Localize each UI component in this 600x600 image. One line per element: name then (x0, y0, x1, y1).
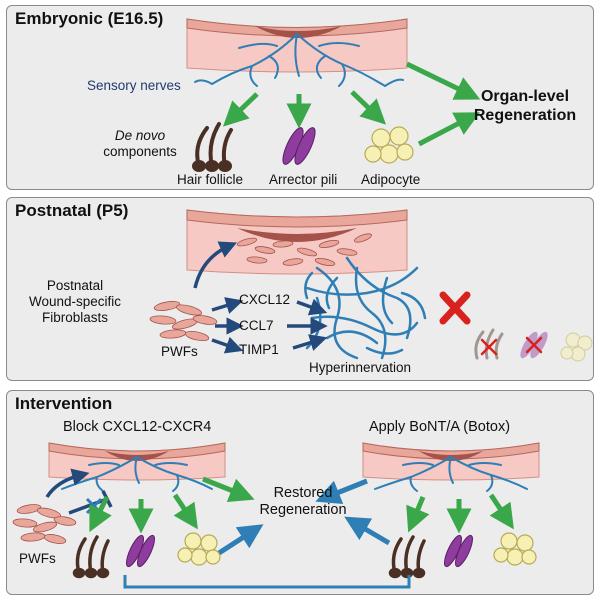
skin-botox-right (362, 442, 540, 481)
sensory-nerves-embryonic (194, 33, 404, 87)
postnatal-illustration (149, 209, 593, 362)
panel-intervention: Intervention (6, 390, 594, 595)
arrow-pwf-to-cxcl12 (211, 297, 244, 314)
signaling-arrows (193, 241, 328, 354)
label-sensory-nerves: Sensory nerves (87, 78, 181, 93)
label-components: components (103, 144, 177, 159)
arrow-pwf-to-skin (193, 241, 237, 289)
arrow-to-organ-regeneration-bottom (417, 112, 481, 147)
label-wound-specific: Wound-specific (28, 294, 122, 309)
label-postnatal: Postnatal (46, 278, 104, 293)
label-timp1: TIMP1 (239, 342, 279, 357)
intervention-illustration (12, 442, 540, 589)
green-arrows-intervention-left (89, 476, 255, 534)
green-arrows-intervention-right (406, 493, 514, 534)
adipocyte-icon-left (177, 532, 221, 566)
panel-embryonic: Embryonic (E16.5) (6, 5, 594, 190)
pwf-cluster-intervention (12, 504, 77, 544)
arrector-pili-icon (282, 127, 316, 165)
label-hair-follicle: Hair follicle (177, 172, 244, 187)
label-adipocyte: Adipocyte (361, 172, 421, 187)
panel-title-postnatal: Postnatal (P5) (15, 201, 129, 220)
hyperinnervation-nerves (304, 256, 427, 360)
nerves-botox-right (374, 456, 528, 492)
embryonic-illustration (186, 18, 481, 172)
small-red-x-icons (480, 336, 543, 356)
label-apply-botox: Apply BoNT/A (Botox) (369, 419, 511, 435)
arrow-timp1-to-nerves (292, 334, 328, 351)
label-arrector-pili: Arrector pili (269, 172, 338, 187)
hair-follicle-icon-left (72, 535, 110, 579)
hair-follicle-icon-right (388, 535, 426, 579)
label-organ-level: Organ-level (480, 88, 570, 105)
wound-embryonic (255, 26, 342, 38)
adipocyte-icon-right (493, 532, 537, 566)
adipocyte-icon (364, 126, 414, 164)
pwf-cluster-postnatal (149, 301, 218, 342)
label-ccl7: CCL7 (239, 318, 274, 333)
label-organ-regeneration: Regeneration (473, 107, 577, 124)
arrow-to-organ-regeneration-top (405, 61, 481, 100)
arrow-cxcl12-to-nerves (296, 298, 328, 316)
label-restored-regeneration: Regeneration (259, 502, 347, 518)
label-hyperinnervation: Hyperinnervation (309, 360, 412, 375)
wound-postnatal (237, 228, 357, 242)
postnatal-skin (186, 209, 408, 275)
arrow-to-hair-follicle (222, 92, 259, 127)
label-cxcl12: CXCL12 (239, 292, 291, 307)
label-block-cxcl12-cxcr4: Block CXCL12-CXCR4 (63, 419, 212, 435)
label-restored: Restored (273, 485, 333, 501)
arrow-to-adipocyte (350, 90, 387, 125)
arrector-pili-icon-left (126, 534, 155, 568)
arrow-pwf-to-timp1 (211, 336, 244, 354)
label-pwfs-intervention: PWFs (19, 551, 56, 566)
panel-title-intervention: Intervention (15, 394, 113, 413)
faded-adipocyte-icon (560, 332, 593, 362)
embryonic-skin (186, 18, 408, 73)
faded-arrector-pili-icon (520, 331, 548, 359)
label-fibroblasts: Fibroblasts (41, 310, 109, 325)
label-pwfs-postnatal: PWFs (161, 344, 198, 359)
arrow-pwf-to-skin-intervention (45, 468, 90, 498)
red-x-icon (439, 291, 471, 325)
green-arrows-embryonic (222, 61, 481, 147)
panel-postnatal: Postnatal (P5) (6, 197, 594, 381)
arrector-pili-icon-right (444, 534, 473, 568)
label-de-novo: De novo (114, 128, 166, 143)
skin-fibroblasts-postnatal (236, 233, 372, 266)
faded-hair-follicle-icon (474, 328, 504, 360)
bottom-bracket-line (123, 575, 411, 589)
blue-arrows-to-restored (217, 478, 391, 556)
hair-follicle-icon (192, 122, 233, 172)
panel-title-embryonic: Embryonic (E16.5) (15, 9, 164, 28)
